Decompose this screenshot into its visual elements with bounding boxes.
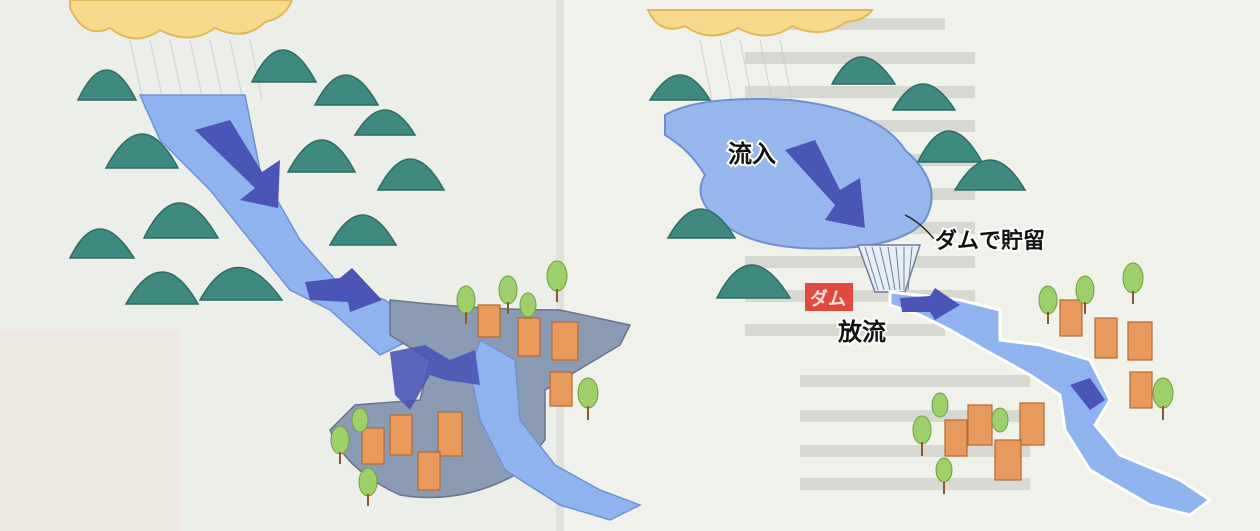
dam-tag-box — [805, 283, 853, 311]
flow-arrow-left-mid — [305, 268, 382, 312]
mountains-left — [68, 49, 446, 305]
mountains-right — [648, 56, 1027, 299]
river-right — [888, 290, 1213, 517]
reservoir — [664, 98, 933, 250]
left-panel-no-dam — [68, 0, 642, 521]
river-left-lower — [469, 338, 642, 521]
release-arrow — [900, 288, 960, 320]
release-label: 放流 — [837, 318, 886, 346]
flow-arrow-left-low — [390, 345, 480, 410]
storage-label: ダムで貯留 — [935, 228, 1045, 254]
houses-left — [361, 304, 579, 491]
storage-leader-line — [904, 214, 936, 241]
trees-right — [912, 262, 1174, 494]
rain-cloud-right — [646, 9, 874, 37]
houses-right — [944, 299, 1153, 481]
rain-cloud-left — [69, 0, 294, 40]
dam-tag-label: ダム — [810, 288, 846, 310]
inflow-arrow — [785, 140, 865, 228]
dam-structure — [856, 244, 922, 293]
trees-left — [330, 260, 599, 506]
flow-arrow-left — [195, 120, 280, 208]
rain-right — [699, 39, 793, 101]
downstream-arrow — [1070, 378, 1105, 410]
right-panel-with-dam: 流入 ダムで貯留 ダム 放流 — [646, 9, 1213, 517]
inflow-label: 流入 — [728, 140, 776, 168]
